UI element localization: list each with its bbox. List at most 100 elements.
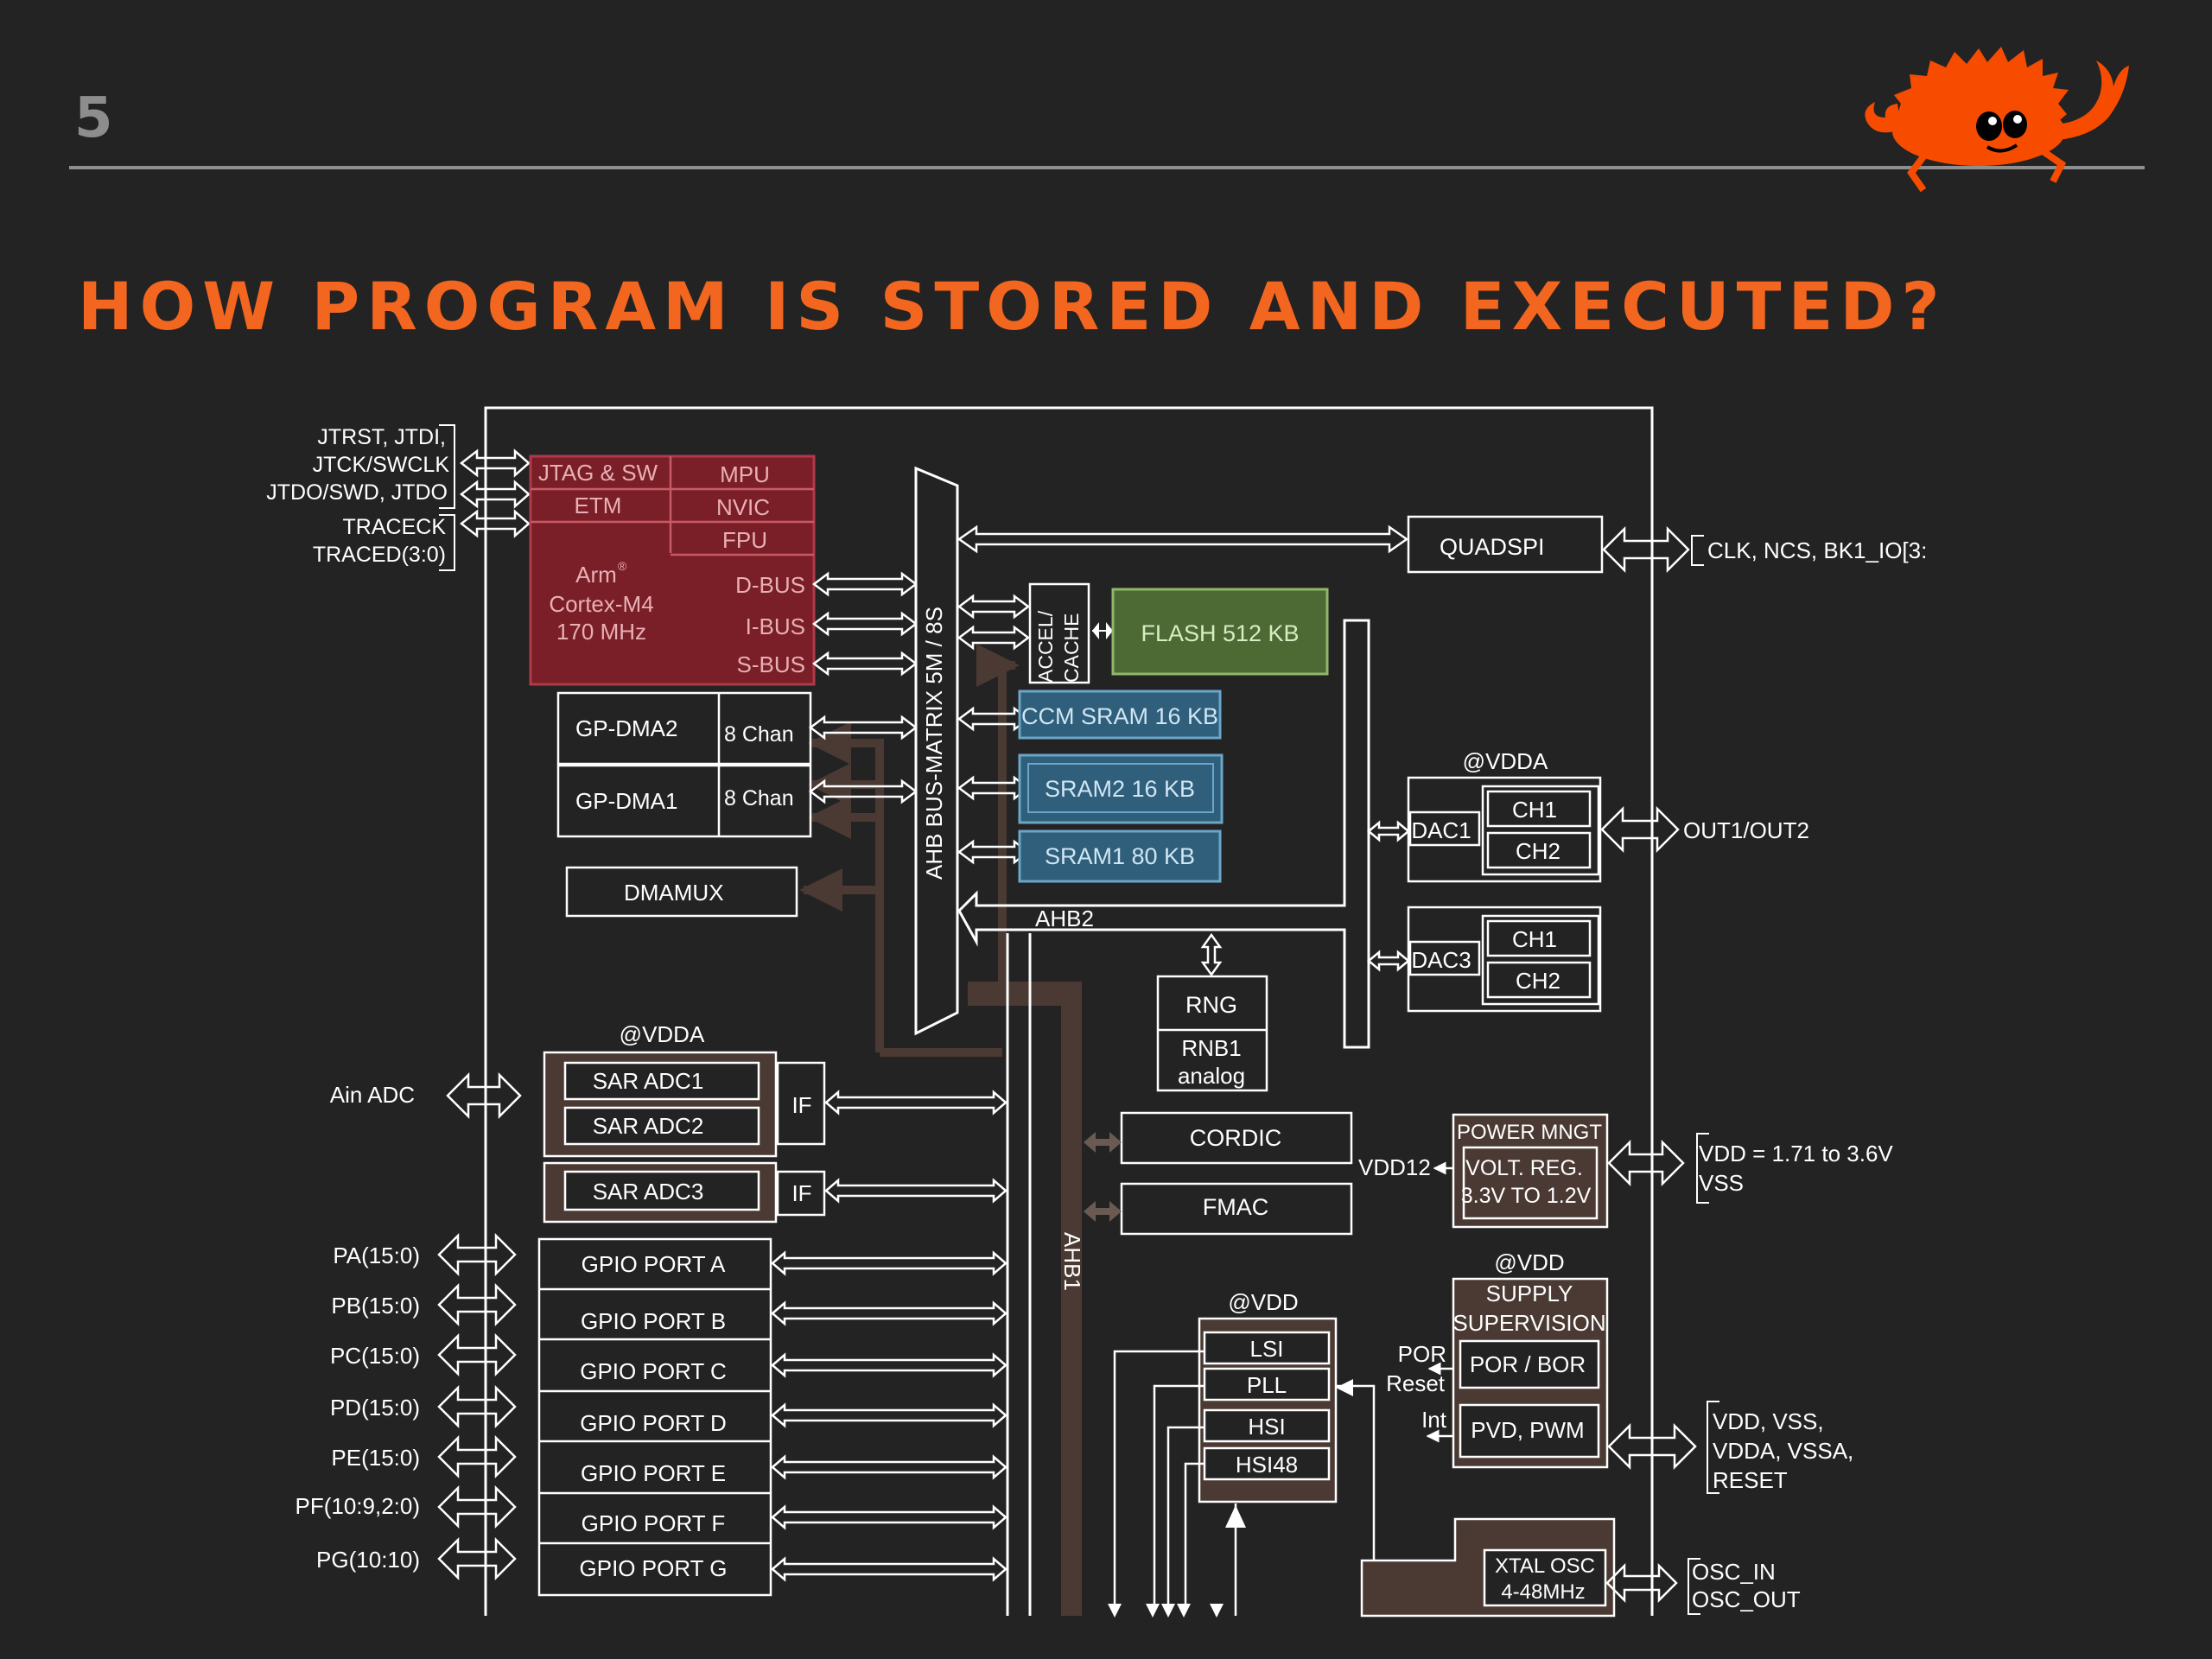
volt-range-label: 3.3V TO 1.2V xyxy=(1461,1184,1592,1208)
bus-matrix-label: AHB BUS-MATRIX 5M / 8S xyxy=(921,607,947,880)
por-label: POR xyxy=(1398,1341,1446,1367)
power-management xyxy=(1452,1113,1609,1229)
dmamux-label: DMAMUX xyxy=(624,880,724,906)
jtag-sw-label: JTAG & SW xyxy=(538,460,658,486)
flash-memory xyxy=(1111,588,1329,676)
cache-label: CACHE xyxy=(1060,613,1083,683)
lsi-label: LSI xyxy=(1249,1336,1283,1362)
ccm-sram-label: CCM SRAM 16 KB xyxy=(1021,703,1218,729)
pc-pins-label: PC(15:0) xyxy=(330,1343,420,1369)
gpio-block: GPIO PORT A GPIO PORT B GPIO PORT C GPIO… xyxy=(295,1232,1007,1597)
supply-pins-line2: VDDA, VSSA, xyxy=(1713,1438,1853,1464)
gpio-port-c-label: GPIO PORT C xyxy=(580,1358,727,1384)
vdd12-label: VDD12 xyxy=(1358,1154,1431,1180)
ccm-sram xyxy=(1018,690,1222,740)
pa-pins-label: PA(15:0) xyxy=(333,1243,420,1268)
rnb1-analog-label: analog xyxy=(1178,1063,1245,1089)
gpio-port-f-label: GPIO PORT F xyxy=(582,1510,726,1536)
ain-adc-label: Ain ADC xyxy=(330,1082,415,1108)
sram2-label: SRAM2 16 KB xyxy=(1045,776,1195,802)
accel-cache xyxy=(1028,582,1090,684)
gp-dma2-label: GP-DMA2 xyxy=(575,715,677,741)
quadspi-pins-label: CLK, NCS, BK1_IO[3: xyxy=(1707,537,1927,563)
nvic-label: NVIC xyxy=(716,494,770,520)
ahb2-label: AHB2 xyxy=(1035,906,1094,931)
ahb1-bus xyxy=(1061,982,1082,1616)
chip-boundary xyxy=(484,406,1654,1616)
dac3-ch2-label: CH2 xyxy=(1516,968,1560,994)
clocks-vdd-label: @VDD xyxy=(1228,1289,1298,1315)
sram1 xyxy=(1018,830,1222,883)
xtal-label: XTAL OSC xyxy=(1495,1554,1595,1578)
trace-pins-line1: TRACECK xyxy=(343,515,447,539)
freq-label: 170 MHz xyxy=(556,619,646,645)
ibus-label: I-BUS xyxy=(746,613,805,639)
mpu-label: MPU xyxy=(720,461,770,487)
dac3-ch1-label: CH1 xyxy=(1512,926,1557,952)
rng-label: RNG xyxy=(1185,992,1237,1018)
dac3-label: DAC3 xyxy=(1411,947,1471,973)
rnb1-label: RNB1 xyxy=(1181,1035,1241,1061)
xtal-freq-label: 4-48MHz xyxy=(1501,1580,1585,1604)
dma1-chan-label: 8 Chan xyxy=(724,786,794,810)
ahb2-bus xyxy=(957,619,1370,1049)
arm-registered-mark: ® xyxy=(618,559,627,573)
hsi-label: HSI xyxy=(1248,1414,1285,1440)
gpio-port-g-label: GPIO PORT G xyxy=(580,1555,728,1581)
ahb1-label: AHB1 xyxy=(1059,1232,1085,1291)
dbus-label: D-BUS xyxy=(735,572,805,598)
dma2-chan-label: 8 Chan xyxy=(724,722,794,747)
cortex-label: Cortex-M4 xyxy=(549,591,653,617)
volt-reg-label: VOLT. REG. xyxy=(1465,1156,1583,1180)
pf-pins-label: PF(10:9,2:0) xyxy=(295,1493,420,1519)
quadspi-label: QUADSPI xyxy=(1440,534,1545,560)
ferris-crab-logo xyxy=(1865,47,2129,193)
supply-vdd-label: @VDD xyxy=(1494,1249,1564,1275)
cortex-m4-core xyxy=(529,454,816,686)
dac1-ch2-label: CH2 xyxy=(1516,838,1560,864)
dac1-label: DAC1 xyxy=(1411,817,1471,843)
trace-pins-line2: TRACED(3:0) xyxy=(313,543,446,567)
arm-label: Arm xyxy=(575,562,617,588)
supply-pins-line1: VDD, VSS, xyxy=(1713,1408,1824,1434)
osc-out-label: OSC_OUT xyxy=(1692,1586,1801,1612)
debug-pins-line2: JTCK/SWCLK xyxy=(313,453,450,477)
fmac-label: FMAC xyxy=(1203,1194,1269,1220)
pvd-pwm-label: PVD, PWM xyxy=(1471,1417,1584,1443)
vss-label: VSS xyxy=(1699,1170,1744,1196)
gpio-port-b-label: GPIO PORT B xyxy=(581,1308,726,1334)
gpio-port-e-label: GPIO PORT E xyxy=(581,1460,726,1486)
pe-pins-label: PE(15:0) xyxy=(331,1445,420,1471)
sram1-label: SRAM1 80 KB xyxy=(1045,843,1195,869)
sar-adc1-label: SAR ADC1 xyxy=(593,1068,704,1094)
etm-label: ETM xyxy=(575,493,622,518)
dac-out-label: OUT1/OUT2 xyxy=(1683,817,1809,843)
adc12-if-label: IF xyxy=(791,1092,811,1118)
pll-label: PLL xyxy=(1247,1372,1287,1398)
debug-pins-line3: JTDO/SWD, JTDO xyxy=(266,480,448,505)
vdd-range-label: VDD = 1.71 to 3.6V xyxy=(1699,1141,1893,1166)
fpu-label: FPU xyxy=(722,527,767,553)
slide-title: HOW PROGRAM IS STORED AND EXECUTED? xyxy=(78,268,1947,345)
pg-pins-label: PG(10:10) xyxy=(316,1547,420,1573)
supply-title-1: SUPPLY xyxy=(1486,1281,1573,1306)
dac-vdda-label: @VDDA xyxy=(1463,748,1548,774)
hsi48-label: HSI48 xyxy=(1236,1452,1298,1478)
flash-label: FLASH 512 KB xyxy=(1141,620,1299,646)
osc-in-label: OSC_IN xyxy=(1692,1559,1776,1585)
header-rule xyxy=(69,166,2145,169)
debug-pins-line1: JTRST, JTDI, xyxy=(317,425,446,449)
gpio-port-a-label: GPIO PORT A xyxy=(582,1251,726,1277)
reset-label: Reset xyxy=(1386,1370,1446,1396)
pd-pins-label: PD(15:0) xyxy=(330,1395,420,1421)
adc3-if-label: IF xyxy=(791,1180,811,1206)
adc-vdda-label: @VDDA xyxy=(620,1021,705,1047)
supply-title-2: SUPERVISION xyxy=(1452,1310,1605,1336)
power-title: POWER MNGT xyxy=(1457,1121,1602,1144)
sar-adc2-label: SAR ADC2 xyxy=(593,1113,704,1139)
slide-number: 5 xyxy=(74,86,115,150)
int-label: Int xyxy=(1421,1407,1447,1433)
dac1-ch1-label: CH1 xyxy=(1512,797,1557,823)
ahb-bus-matrix xyxy=(914,466,959,1036)
